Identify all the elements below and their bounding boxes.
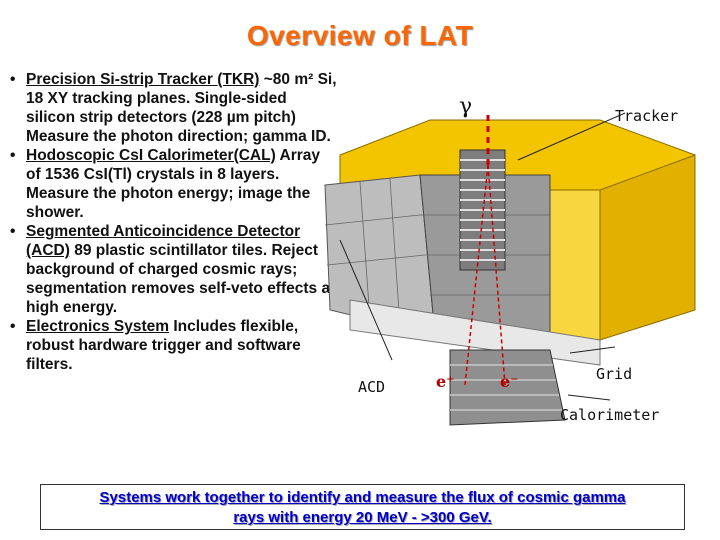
bullet-text: 89 plastic scintillator tiles. Reject ba… <box>26 242 336 316</box>
tracker-label: Tracker <box>615 107 679 125</box>
bullet-text: ~80 m² Si, 18 XY tracking planes. Single… <box>26 71 337 145</box>
grid-label: Grid <box>596 365 633 383</box>
summary-box: Systems work together to identify and me… <box>40 484 685 530</box>
base-frame <box>349 299 601 366</box>
slide-title: Overview of LAT <box>246 20 474 51</box>
calorimeter-label: Calorimeter <box>560 406 660 424</box>
tracker-stack <box>459 149 506 271</box>
bullet-text: Array of 1536 CsI(Tl) crystals in 8 laye… <box>26 147 320 221</box>
bullet-heading: Precision Si-strip Tracker (TKR) <box>26 71 260 88</box>
positron-track <box>464 164 489 386</box>
bullet-calorimeter: Hodoscopic CsI Calorimeter(CAL) Array of… <box>8 146 338 222</box>
electron-label: e⁻ <box>500 372 519 391</box>
lat-detector-illustration <box>324 112 696 426</box>
bullet-heading: Hodoscopic CsI Calorimeter(CAL) <box>26 147 276 164</box>
electron-track <box>487 164 506 386</box>
bullet-text: Includes flexible, robust hardware trigg… <box>26 318 301 373</box>
calorimeter-module <box>449 349 566 426</box>
calorimeter-callout <box>567 394 611 401</box>
tracker-callout <box>517 112 626 161</box>
bullet-list: Precision Si-strip Tracker (TKR) ~80 m² … <box>8 70 338 374</box>
positron-label: e⁺ <box>436 372 455 391</box>
bullet-tracker: Precision Si-strip Tracker (TKR) ~80 m² … <box>8 70 338 146</box>
bullet-electronics: Electronics System Includes flexible, ro… <box>8 317 338 374</box>
summary-line-1: Systems work together to identify and me… <box>99 489 626 506</box>
bullet-acd: Segmented Anticoincidence Detector (ACD)… <box>8 222 338 317</box>
gamma-label: γ <box>459 94 473 119</box>
acd-callout <box>339 239 393 361</box>
acd-label: ACD <box>358 378 386 396</box>
bullet-heading: Segmented Anticoincidence Detector (ACD) <box>26 223 301 259</box>
summary-line-2: rays with energy 20 MeV - >300 GeV. <box>233 509 492 526</box>
bullet-heading: Electronics System <box>26 318 170 335</box>
grid-callout <box>569 346 616 354</box>
